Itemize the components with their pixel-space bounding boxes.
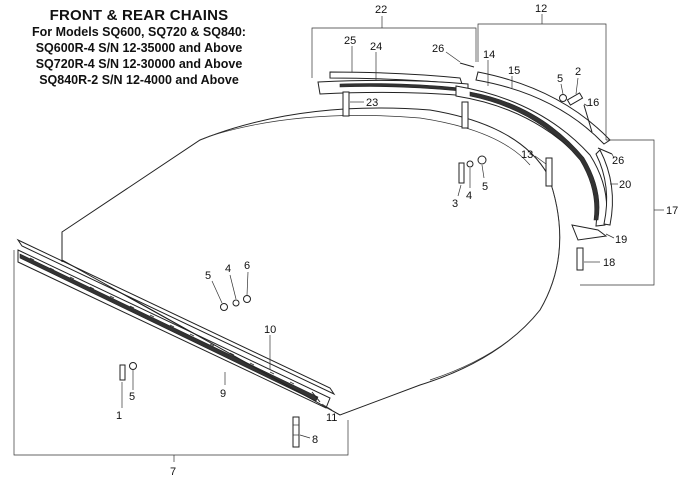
callout-22: 22 — [375, 4, 387, 16]
front-chain-part-9 — [19, 253, 319, 402]
callout-9: 9 — [220, 388, 226, 400]
hardware-set-3-4-5 — [458, 155, 487, 184]
callout-13: 13 — [521, 149, 533, 161]
callout-25: 25 — [344, 35, 356, 47]
callout-5-mid: 5 — [205, 270, 211, 282]
leader-part-3 — [457, 184, 462, 197]
pin-part-26b — [597, 147, 613, 155]
leader-part-8 — [299, 434, 311, 439]
bracket-part-22 — [311, 27, 477, 78]
bed-inner-edge — [199, 115, 531, 166]
callout-6: 6 — [244, 260, 250, 272]
leader-lines — [121, 46, 618, 439]
chain-link-part-18 — [576, 247, 584, 271]
leader-part-2 — [575, 77, 579, 95]
pin-part-16 — [583, 104, 593, 133]
callout-17: 17 — [666, 205, 678, 217]
leader-part-16 — [583, 103, 589, 107]
callout-23: 23 — [366, 97, 378, 109]
bracket-part-7 — [13, 250, 349, 456]
leader-part-6 — [246, 271, 249, 296]
hardware-set-5-4-6 — [220, 295, 251, 311]
callout-7: 7 — [170, 466, 176, 478]
washer-part-5c — [477, 155, 487, 165]
callout-5-front: 5 — [129, 391, 135, 403]
hardware-set-1-5 — [119, 362, 137, 381]
callout-26-top: 26 — [432, 43, 444, 55]
callout-8: 8 — [312, 434, 318, 446]
callout-26-right: 26 — [612, 155, 624, 167]
callout-15: 15 — [508, 65, 520, 77]
callout-1: 1 — [116, 410, 122, 422]
bed-right-flange — [429, 174, 561, 381]
corner-chain-assembly — [455, 71, 613, 271]
leader-part-11 — [321, 403, 333, 411]
chain-link-part-13 — [545, 157, 553, 187]
front-chain-rail-part-10 — [16, 238, 336, 396]
pin-part-26a — [459, 62, 475, 68]
subtitle-line-4: SQ840R-2 S/N 12-4000 and Above — [39, 73, 239, 87]
washer-part-5b — [220, 303, 228, 311]
corner-chain-end-part-19 — [571, 224, 608, 241]
callout-5-right: 5 — [482, 181, 488, 193]
bolt-part-1 — [119, 364, 126, 381]
callout-4-mid: 4 — [225, 263, 231, 275]
bracket-part-17 — [580, 139, 655, 286]
nut-part-6 — [243, 295, 251, 303]
callout-10: 10 — [264, 324, 276, 336]
leader-part-5c — [481, 164, 485, 179]
corner-chain-links-part-14 — [469, 91, 600, 221]
callout-24: 24 — [370, 41, 382, 53]
pin-part-11 — [311, 391, 321, 403]
front-chain-links — [29, 257, 295, 385]
callout-12: 12 — [535, 3, 547, 15]
callout-20: 20 — [619, 179, 631, 191]
callout-numbers: 1 5 5 4 6 10 9 8 11 7 3 4 5 13 23 24 25 … — [116, 3, 678, 478]
callout-18: 18 — [603, 257, 615, 269]
callout-3: 3 — [452, 198, 458, 210]
lockwasher-part-4b — [466, 160, 474, 168]
chain-link-corner — [461, 101, 469, 129]
lockwasher-part-4a — [232, 299, 240, 307]
leader-part-5b — [211, 280, 223, 304]
leader-part-13 — [534, 155, 547, 165]
callout-16: 16 — [587, 97, 599, 109]
leader-part-5d — [560, 83, 564, 95]
front-chain-assembly — [16, 232, 341, 448]
callout-11: 11 — [326, 412, 337, 424]
leader-part-26a — [445, 51, 461, 63]
callout-14: 14 — [483, 49, 495, 61]
front-bed-edge — [61, 259, 341, 416]
corner-chain-guide-part-20 — [595, 149, 613, 226]
rear-chain-assembly — [317, 62, 475, 117]
bed-outline — [61, 107, 561, 416]
subtitle-line-3: SQ720R-4 S/N 12-30000 and Above — [35, 57, 243, 71]
corner-chain-guide-part-15 — [475, 71, 611, 145]
diagram-title: FRONT & REAR CHAINS — [49, 7, 229, 24]
bolt-part-3 — [458, 162, 465, 184]
washer-part-5a — [129, 362, 137, 370]
bolt-part-2 — [566, 92, 584, 106]
washer-part-5d — [559, 94, 567, 102]
callout-4-right: 4 — [466, 190, 472, 202]
chain-link-part-8 — [292, 416, 300, 448]
subtitle-line-2: SQ600R-4 S/N 12-35000 and Above — [35, 41, 243, 55]
leader-part-26b — [611, 153, 615, 159]
callout-5-top: 5 — [557, 73, 563, 85]
subtitle-line-1: For Models SQ600, SQ720 & SQ840: — [32, 25, 246, 39]
leader-part-19 — [605, 233, 615, 239]
leader-part-4a — [229, 274, 237, 300]
chain-link-part-23 — [342, 91, 350, 117]
callout-2: 2 — [575, 66, 581, 78]
title-block: FRONT & REAR CHAINS For Models SQ600, SQ… — [14, 8, 264, 88]
callout-19: 19 — [615, 234, 627, 246]
